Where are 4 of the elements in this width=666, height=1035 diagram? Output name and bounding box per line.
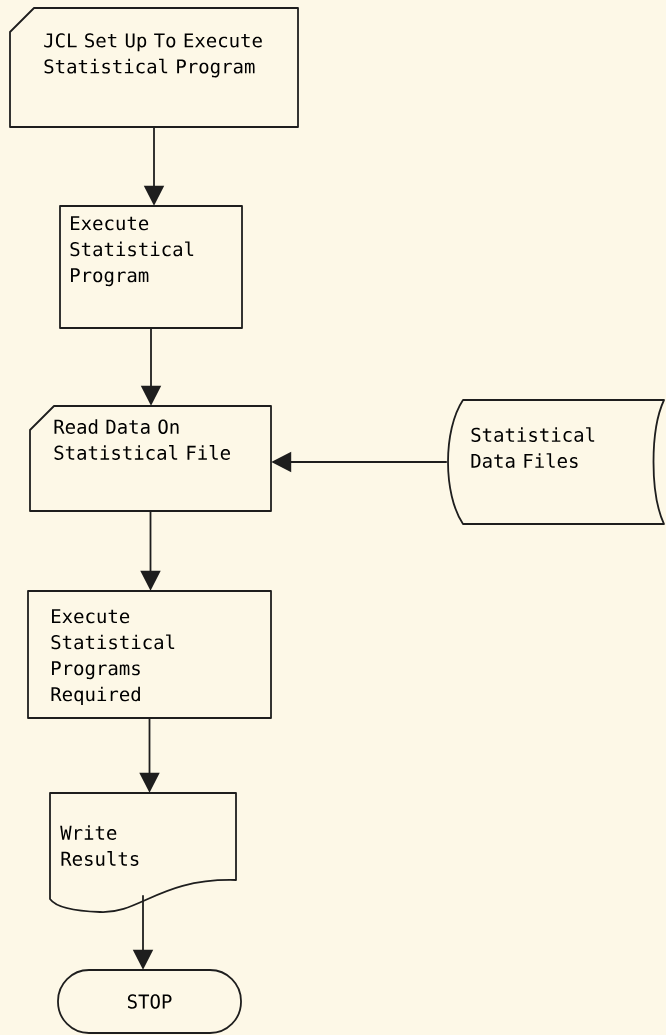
process-box: Execute Statistical Programs Required bbox=[27, 590, 272, 719]
process-box: Execute Statistical Program bbox=[59, 205, 243, 329]
punched-card-box: JCL Set Up To Execute Statistical Program bbox=[9, 7, 299, 128]
punched-card-box: Read Data On Statistical File bbox=[29, 405, 272, 512]
